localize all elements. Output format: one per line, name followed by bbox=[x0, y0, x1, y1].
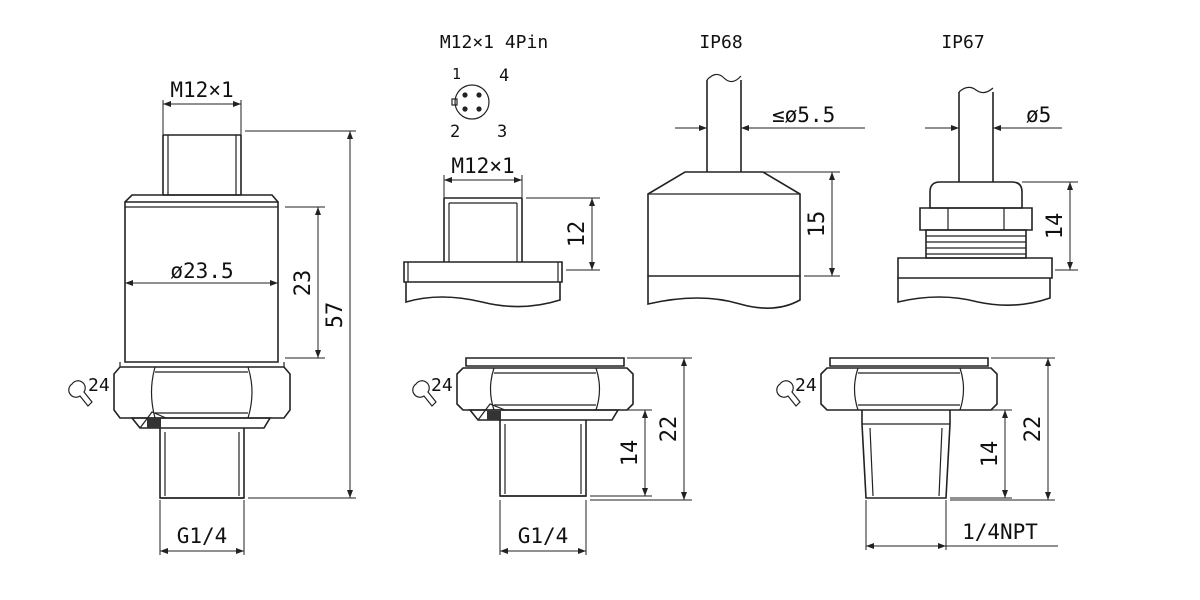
wrench-icon: 24 bbox=[412, 375, 453, 407]
view-ip67: IP67 ø5 14 bbox=[897, 32, 1078, 306]
pin-4: 4 bbox=[499, 66, 509, 86]
title-ip68: IP68 bbox=[699, 32, 742, 53]
pin-1: 1 bbox=[452, 65, 461, 83]
label-dim-57: 57 bbox=[323, 302, 348, 329]
dim-12: 12 bbox=[526, 197, 600, 271]
hex-nut-1 bbox=[113, 362, 291, 419]
view-full-sensor: M12×1 ø23.5 23 57 24 G1/4 bbox=[68, 78, 356, 555]
pin-2: 2 bbox=[450, 122, 460, 142]
label-m12-main: M12×1 bbox=[170, 78, 233, 102]
dim-cable-ip67: ø5 bbox=[925, 103, 1062, 131]
label-dim-15: 15 bbox=[805, 211, 830, 238]
g14-thread-2 bbox=[499, 420, 587, 497]
title-ip67: IP67 bbox=[941, 32, 984, 53]
label-dia-body: ø23.5 bbox=[170, 259, 233, 283]
dim-22-b: 22 bbox=[950, 357, 1055, 501]
title-conn: M12×1 4Pin bbox=[440, 32, 548, 53]
dim-m12-main: M12×1 bbox=[162, 78, 242, 135]
ip68-cable bbox=[706, 73, 742, 172]
dim-dia-23-5: ø23.5 bbox=[125, 259, 278, 286]
ip67-gland bbox=[897, 181, 1053, 306]
label-hex-24-b: 24 bbox=[431, 375, 453, 396]
view-npt-connection: 24 14 22 1/4NPT bbox=[776, 357, 1058, 550]
label-dim-23: 23 bbox=[291, 270, 316, 297]
view-m12-connector: M12×1 4Pin 1 4 2 3 M12×1 bbox=[403, 32, 600, 308]
dim-g14-2: G1/4 bbox=[499, 500, 587, 555]
hex-nut-3 bbox=[820, 357, 998, 411]
wrench-icon: 24 bbox=[68, 375, 110, 407]
label-dim-14-b: 14 bbox=[978, 441, 1003, 468]
ip68-head bbox=[647, 171, 801, 309]
label-m12-conn: M12×1 bbox=[451, 154, 514, 178]
label-cable-ip67: ø5 bbox=[1026, 103, 1051, 127]
label-dim-22-a: 22 bbox=[657, 416, 682, 443]
npt-thread bbox=[861, 410, 951, 499]
view-g14-connection: 24 14 22 G1/4 bbox=[412, 357, 692, 555]
label-dim-22-b: 22 bbox=[1021, 416, 1046, 443]
label-g14-b: G1/4 bbox=[518, 524, 569, 548]
hex-nut-2 bbox=[456, 357, 634, 421]
label-dim-12: 12 bbox=[565, 221, 590, 248]
label-hex-24-a: 24 bbox=[88, 375, 110, 396]
dim-14-ip67: 14 bbox=[1022, 181, 1078, 271]
m12-connector-side bbox=[403, 197, 563, 308]
dim-g14-1: G1/4 bbox=[159, 500, 245, 555]
label-dim-14-ip67: 14 bbox=[1043, 213, 1068, 240]
dim-15: 15 bbox=[763, 171, 840, 277]
pin-3: 3 bbox=[497, 122, 507, 142]
dim-57: 57 bbox=[245, 130, 356, 499]
m12-connector-top bbox=[162, 134, 242, 196]
view-ip68: IP68 ≤ø5.5 15 bbox=[647, 32, 865, 309]
ip67-cable bbox=[958, 86, 994, 182]
g14-thread-1 bbox=[159, 428, 245, 499]
dim-23: 23 bbox=[285, 206, 325, 359]
label-dim-14-a: 14 bbox=[618, 440, 643, 467]
label-npt: 1/4NPT bbox=[962, 520, 1038, 544]
dim-14-a: 14 bbox=[590, 409, 652, 497]
wrench-icon: 24 bbox=[776, 375, 817, 407]
label-g14-a: G1/4 bbox=[177, 524, 228, 548]
dim-npt: 1/4NPT bbox=[865, 500, 1058, 550]
pinout-diagram: 1 4 2 3 bbox=[450, 65, 509, 142]
dim-22-a: 22 bbox=[590, 357, 692, 501]
label-cable-ip68: ≤ø5.5 bbox=[772, 103, 835, 127]
sensor-body bbox=[124, 194, 279, 363]
seal-1 bbox=[130, 411, 272, 429]
dim-14-b: 14 bbox=[950, 409, 1012, 499]
dim-cable-ip68: ≤ø5.5 bbox=[675, 103, 865, 131]
label-hex-24-c: 24 bbox=[795, 375, 817, 396]
dim-m12-conn: M12×1 bbox=[443, 154, 523, 198]
